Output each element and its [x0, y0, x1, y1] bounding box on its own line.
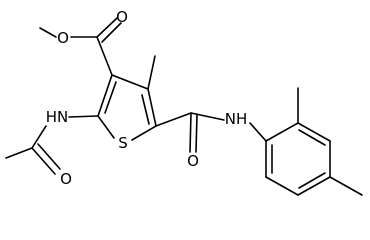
bond-ester-carbonyl-double: [101, 22, 122, 43]
bond-ring-c4-c5: [147, 88, 157, 127]
atom-ester-carbonyl-oxygen: O: [116, 8, 128, 26]
atom-sulfur: S: [118, 134, 128, 152]
bond-aryl-4-5-double: [298, 172, 326, 189]
bond-aryl-2-3-double: [298, 129, 326, 146]
atom-amide-nitrogen: NH: [225, 110, 248, 128]
bond-aryl-methyl-para: [329, 176, 363, 196]
bond-ester-carbonyl: [96, 17, 118, 38]
bond-aryl-4-5: [297, 176, 331, 196]
bond-ring-c3-c4: [111, 74, 149, 90]
bond-ring-c5-s: [131, 125, 157, 141]
bonds: [5, 17, 363, 196]
atom-labels: O O S HN O NH O: [46, 8, 248, 188]
molecule-diagram: O O S HN O NH O: [5, 8, 363, 196]
bond-ring-c2-c3: [97, 74, 113, 117]
atom-acetamide-nitrogen: HN: [46, 108, 69, 126]
bond-acetyl-carbonyl-double: [37, 143, 61, 170]
bond-aryl-5-6: [265, 176, 299, 196]
bond-nh-aryl: [249, 122, 267, 142]
bond-acetyl-methyl: [5, 147, 33, 159]
bond-amide-carbonyl-double: [195, 113, 198, 153]
bond-aryl-2-3: [297, 122, 331, 142]
bond-ester-to-ring: [96, 36, 113, 76]
atom-amide-oxygen: O: [187, 152, 199, 170]
bond-ring-s-c2: [97, 115, 115, 139]
bond-ring-c2-c3-double: [104, 81, 117, 114]
bond-nh-acetyl-c: [31, 125, 47, 149]
atom-ester-oxygen: O: [57, 29, 69, 47]
bond-amide-carbonyl: [189, 112, 192, 153]
bond-acetyl-carbonyl: [31, 147, 56, 175]
molecule-structure: O O S HN O NH O: [5, 8, 363, 196]
bond-ring-methyl: [147, 55, 156, 90]
atom-acetyl-oxygen: O: [60, 170, 72, 188]
bond-ring-c4-c5-double: [141, 94, 150, 125]
bond-aryl-1-2: [265, 122, 299, 142]
bond-amide-c-nh: [190, 112, 225, 121]
bond-c2-nh: [68, 115, 99, 118]
bond-c5-amide-c: [155, 112, 192, 127]
bond-ester-methyl: [39, 27, 57, 38]
